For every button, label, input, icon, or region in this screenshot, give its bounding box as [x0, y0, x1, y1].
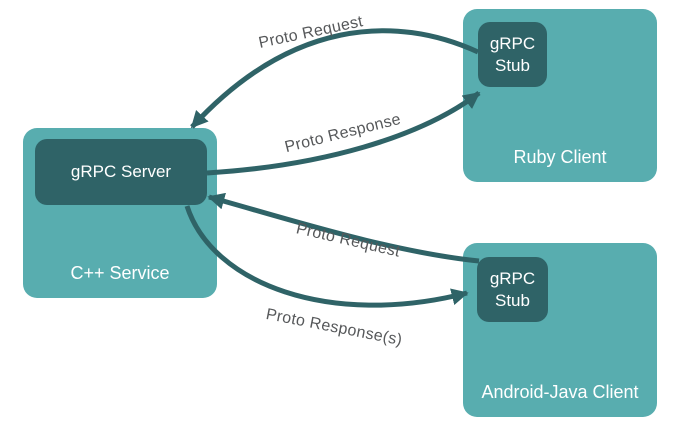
node-android-java-client: Android-Java Client [463, 243, 657, 417]
android-java-client-label: Android-Java Client [481, 382, 639, 402]
node-ruby-grpc-stub: gRPC Stub [478, 22, 547, 87]
arrow-android-proto-request [207, 192, 480, 264]
node-grpc-server: gRPC Server [35, 139, 207, 205]
arrow-label-proto-request-ruby: Proto Request [257, 13, 365, 52]
arrow-label-proto-request-android: Proto Request [294, 220, 402, 261]
cpp-service-label: C++ Service [70, 263, 170, 283]
arrow-android-proto-response [184, 205, 469, 308]
arrow-label-proto-response-ruby: Proto Response [283, 110, 403, 157]
ruby-client-label: Ruby Client [513, 147, 607, 167]
arrow-label-proto-responses-android: Proto Response(s) [264, 305, 404, 350]
arrow-ruby-proto-request [190, 28, 480, 129]
node-android-grpc-stub: gRPC Stub [477, 257, 548, 322]
